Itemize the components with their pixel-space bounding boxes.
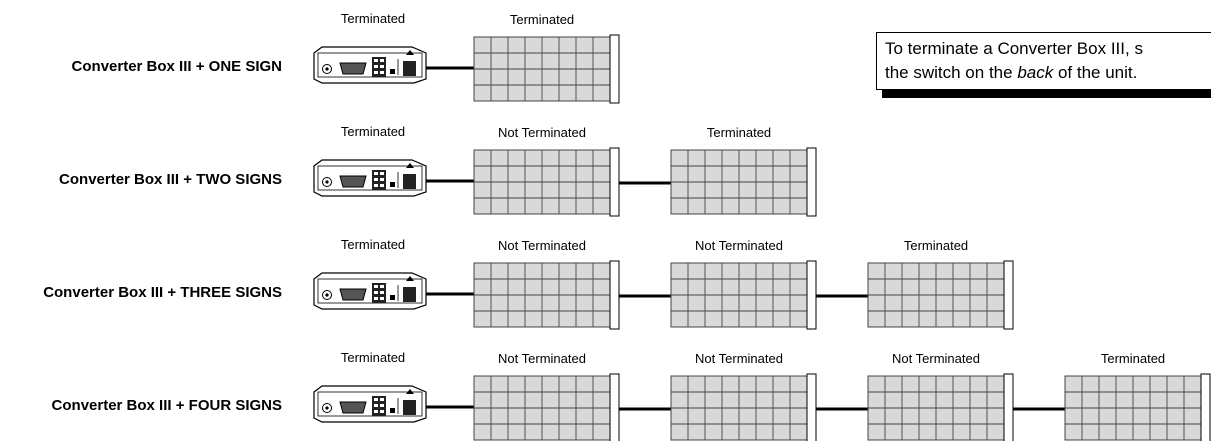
sign-frame-edge [609,260,620,330]
converter-status-label: Terminated [341,237,405,252]
terminal-screw [374,172,378,175]
terminal-screw [380,410,384,413]
rj45-port [403,400,416,415]
terminal-screw [374,71,378,74]
power-jack-pin [325,67,329,71]
status-led [390,69,395,74]
note-line-2: the switch on the back of the unit. [885,61,1211,85]
rj45-port [403,61,416,76]
terminal-screw [374,404,378,407]
status-led [390,408,395,413]
sign-status-label: Not Terminated [498,238,586,253]
warning-icon [406,389,414,394]
row-label: Converter Box III + TWO SIGNS [59,171,282,188]
sign-status-label: Terminated [707,125,771,140]
row-1: Converter Box III + ONE SIGN Terminated Te… [72,11,620,104]
terminal-screw [380,285,384,288]
converter-box-panel [317,391,423,417]
note-line-2-end: of the unit. [1053,63,1138,82]
terminal-screw [374,59,378,62]
terminal-screw [374,65,378,68]
warning-icon [406,163,414,168]
power-jack-pin [325,406,329,410]
sign-status-label: Not Terminated [892,351,980,366]
power-jack-pin [325,180,329,184]
note-shadow [882,90,1211,98]
terminal-screw [374,410,378,413]
row-label: Converter Box III + THREE SIGNS [43,284,282,301]
terminal-screw [380,178,384,181]
sign-frame-edge [806,373,817,441]
terminal-screw [380,59,384,62]
terminal-screw [380,65,384,68]
note-line-1: To terminate a Converter Box III, s [885,39,1143,58]
rj45-port [403,287,416,302]
warning-icon [406,50,414,55]
sign-frame-edge [609,34,620,104]
sign-status-label: Terminated [510,12,574,27]
sign-frame-edge [1200,373,1211,441]
terminal-screw [380,184,384,187]
status-led [390,295,395,300]
note-line-2-emphasis: back [1017,63,1054,82]
serial-port [339,175,367,188]
row-2: Converter Box III + TWO SIGNS Terminated N… [59,124,817,217]
serial-port [339,288,367,301]
terminal-screw [374,291,378,294]
status-led [390,182,395,187]
converter-box-panel [317,52,423,78]
sign-status-label: Not Terminated [498,125,586,140]
sign-frame-edge [1003,260,1014,330]
terminal-screw [374,184,378,187]
warning-icon [406,276,414,281]
terminal-screw [380,172,384,175]
serial-port [339,401,367,414]
sign-status-label: Not Terminated [498,351,586,366]
sign-frame-edge [609,147,620,217]
converter-status-label: Terminated [341,11,405,26]
sign-frame-edge [806,147,817,217]
row-3: Converter Box III + THREE SIGNS Terminate… [43,237,1014,330]
terminal-screw [380,297,384,300]
sign-status-label: Terminated [904,238,968,253]
terminal-screw [380,404,384,407]
power-jack-pin [325,293,329,297]
terminal-screw [374,297,378,300]
terminal-screw [374,398,378,401]
sign-frame-edge [806,260,817,330]
sign-frame-edge [1003,373,1014,441]
termination-note: To terminate a Converter Box III, s the … [876,32,1211,98]
converter-status-label: Terminated [341,350,405,365]
note-line-2-start: the switch on the [885,63,1018,82]
row-4: Converter Box III + FOUR SIGNS Terminated… [52,350,1211,441]
row-label: Converter Box III + ONE SIGN [72,58,282,75]
note-text: To terminate a Converter Box III, s the … [876,32,1211,90]
sign-frame-edge [609,373,620,441]
row-label: Converter Box III + FOUR SIGNS [52,397,282,414]
terminal-screw [374,285,378,288]
converter-box-panel [317,165,423,191]
serial-port [339,62,367,75]
sign-status-label: Not Terminated [695,238,783,253]
converter-status-label: Terminated [341,124,405,139]
sign-status-label: Not Terminated [695,351,783,366]
terminal-screw [380,291,384,294]
sign-status-label: Terminated [1101,351,1165,366]
terminal-screw [380,71,384,74]
converter-box-panel [317,278,423,304]
rj45-port [403,174,416,189]
terminal-screw [380,398,384,401]
terminal-screw [374,178,378,181]
